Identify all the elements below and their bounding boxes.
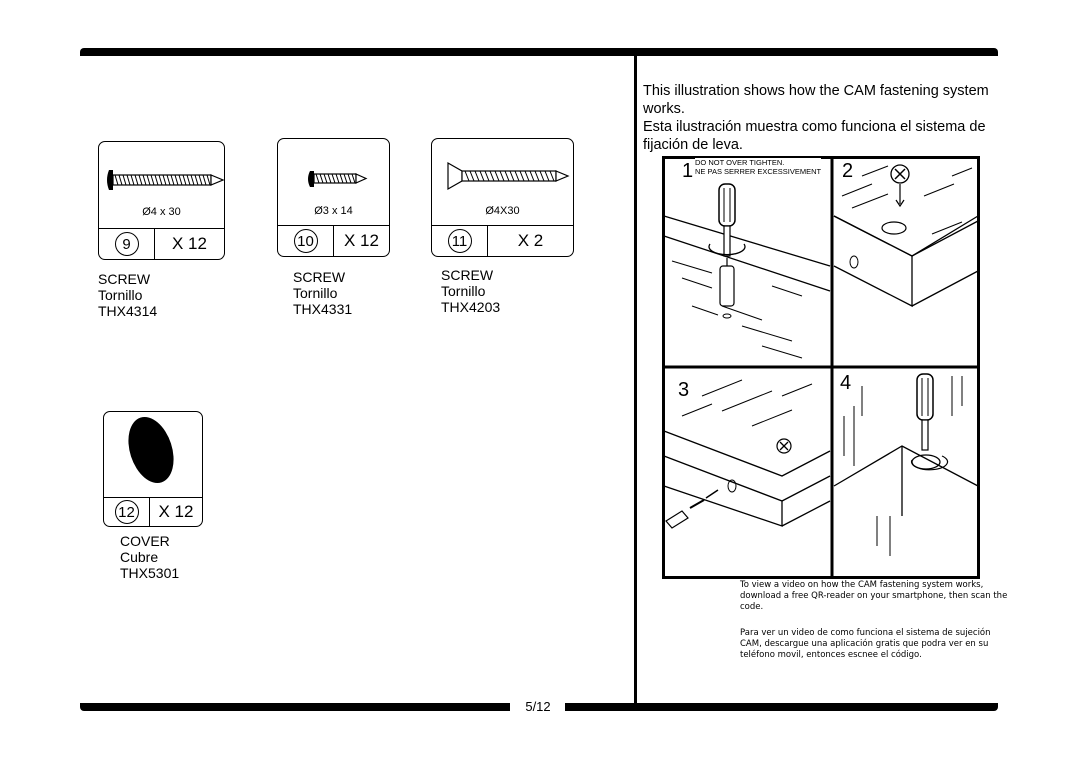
- video-note-es-text: Para ver un video de como funciona el si…: [740, 628, 991, 660]
- step-3-illustration: [663, 379, 831, 529]
- part-quantity: X 12: [172, 234, 207, 253]
- part-number: 12: [114, 500, 139, 524]
- overtighten-warning: DO NOT OVER TIGHTEN. NE PAS SERRER EXCES…: [695, 158, 822, 176]
- bottom-rule-left: [80, 703, 510, 711]
- countersunk-screw-icon: [447, 161, 570, 191]
- short-screw-icon: [308, 171, 368, 187]
- part-count-row: 9 X 12: [99, 228, 224, 259]
- part-number: 10: [293, 229, 318, 253]
- part-label-9: SCREW Tornillo THX4314: [98, 271, 157, 319]
- part-quantity: X 12: [158, 502, 194, 521]
- step-1-illustration: [663, 183, 831, 359]
- step-number-3: 3: [678, 379, 689, 401]
- part-dimension: Ø4 x 30: [142, 206, 181, 218]
- part-code: THX4314: [98, 303, 158, 319]
- part-name-es: Tornillo: [441, 283, 486, 299]
- cam-intro-en: This illustration shows how the CAM fast…: [643, 83, 989, 117]
- part-dimension: Ø4X30: [485, 205, 520, 217]
- bottom-rule-right: [565, 703, 998, 711]
- step-2-illustration: [833, 164, 979, 308]
- part-card-11: Ø4X30 11 X 2: [431, 138, 574, 257]
- top-rule: [80, 48, 998, 56]
- page-number: 5/12: [525, 699, 551, 714]
- step-number-4: 4: [840, 372, 851, 394]
- part-name-es: Cubre: [120, 549, 159, 565]
- part-name-en: COVER: [120, 533, 170, 549]
- cam-intro-es: Esta ilustración muestra como funciona e…: [643, 119, 986, 153]
- part-count-row: 11 X 2: [432, 225, 573, 256]
- part-count-row: 10 X 12: [278, 225, 389, 256]
- part-number: 9: [114, 232, 139, 256]
- part-label-10: SCREW Tornillo THX4331: [293, 269, 352, 317]
- part-name-es: Tornillo: [98, 287, 143, 303]
- part-count-row: 12 X 12: [104, 497, 202, 526]
- part-quantity: X 12: [344, 231, 379, 250]
- part-name-en: SCREW: [441, 267, 494, 283]
- part-label-11: SCREW Tornillo THX4203: [441, 267, 500, 315]
- part-number: 11: [447, 229, 472, 253]
- cover-cap-icon: [128, 417, 174, 483]
- video-note-en-text: To view a video on how the CAM fastening…: [740, 580, 1008, 612]
- step-numbers: 1 2 3 4: [678, 160, 853, 401]
- part-code: THX5301: [120, 565, 180, 581]
- part-card-9: Ø4 x 30 9 X 12: [98, 141, 225, 260]
- part-label-12: COVER Cubre THX5301: [120, 533, 179, 581]
- part-quantity: X 2: [517, 231, 544, 250]
- part-code: THX4331: [293, 301, 353, 317]
- column-divider: [634, 56, 637, 703]
- cam-intro: This illustration shows how the CAM fast…: [643, 82, 1013, 154]
- part-code: THX4203: [441, 299, 501, 315]
- step-number-2: 2: [842, 160, 853, 182]
- warning-line-fr: NE PAS SERRER EXCESSIVEMENT: [695, 167, 822, 176]
- part-name-en: SCREW: [293, 269, 346, 285]
- step-4-illustration: [833, 373, 979, 556]
- long-screw-icon: [107, 170, 224, 190]
- video-note-en: To view a video on how the CAM fastening…: [740, 580, 1010, 613]
- part-dimension: Ø3 x 14: [314, 205, 353, 217]
- cam-fastening-diagram: 1 2 3 4: [662, 156, 980, 579]
- part-name-es: Tornillo: [293, 285, 338, 301]
- part-name-en: SCREW: [98, 271, 151, 287]
- video-note-es: Para ver un video de como funciona el si…: [740, 628, 1010, 661]
- part-card-12: 12 X 12: [103, 411, 203, 527]
- part-card-10: Ø3 x 14 10 X 12: [277, 138, 390, 257]
- warning-line-en: DO NOT OVER TIGHTEN.: [695, 158, 785, 167]
- step-number-1: 1: [682, 160, 693, 182]
